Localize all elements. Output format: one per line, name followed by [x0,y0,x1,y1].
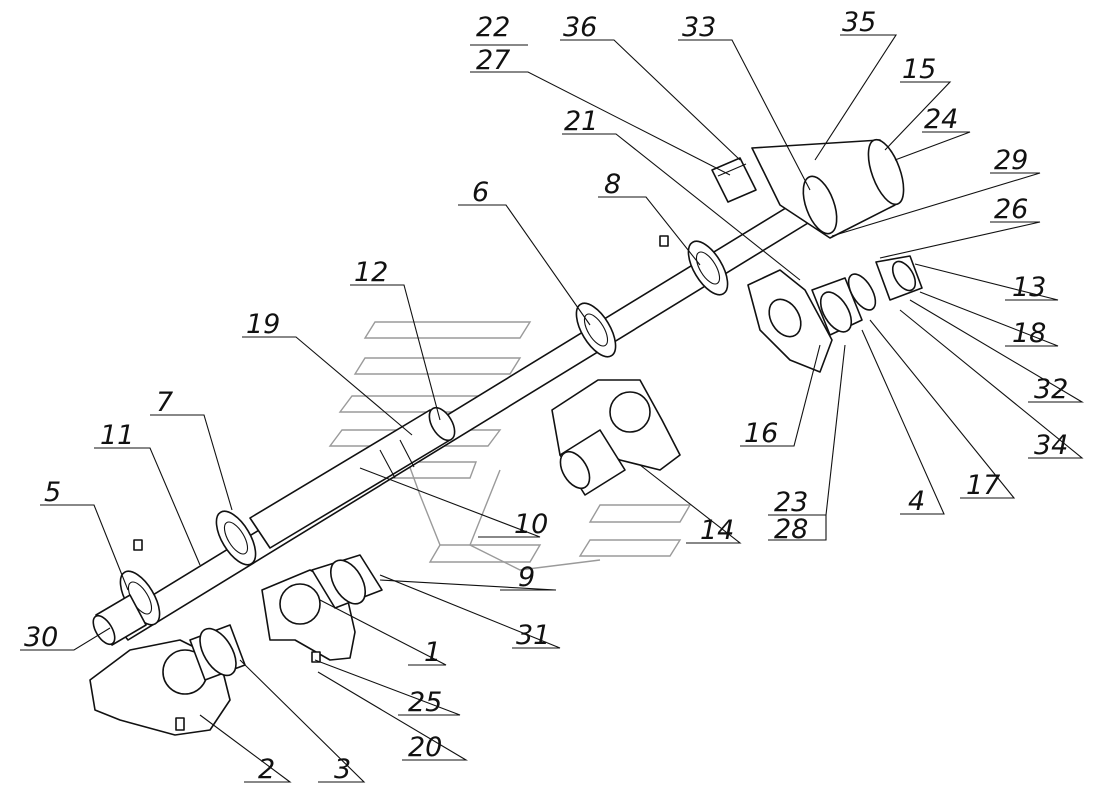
label-17: 17 [966,470,1000,501]
label-4: 4 [908,486,925,517]
label-2: 2 [258,754,275,785]
label-22: 22 [476,12,510,43]
label-3: 3 [334,754,351,785]
label-27: 27 [476,45,510,76]
label-8: 8 [604,169,621,200]
sprocket-8 [687,240,729,296]
label-1: 1 [424,637,441,668]
label-31: 31 [516,620,550,651]
label-26: 26 [994,194,1028,225]
label-19: 19 [246,309,280,340]
bearing-flange-group [811,255,923,336]
label-13: 13 [1012,272,1046,303]
spline-end-30 [92,594,147,646]
leader-lines [20,34,1085,783]
label-6: 6 [472,177,489,208]
label-5: 5 [44,477,61,508]
label-9: 9 [518,562,535,593]
label-32: 32 [1034,374,1068,405]
upper-housing-22 [711,157,757,203]
label-28: 28 [774,514,808,545]
label-20: 20 [408,732,442,763]
label-23: 23 [774,487,808,518]
label-36: 36 [563,12,597,43]
cylinder-guard-35 [751,138,905,239]
bracket-1 [261,554,383,661]
label-12: 12 [354,257,388,288]
bracket-middle [551,379,681,496]
label-34: 34 [1034,430,1068,461]
label-10: 10 [514,509,548,540]
label-30: 30 [24,622,58,653]
label-7: 7 [156,387,173,418]
label-16: 16 [744,418,778,449]
fasteners [133,235,669,731]
bracket-16 [747,269,833,373]
callout-labels: 22 27 36 33 35 15 24 21 29 26 8 6 13 18 … [24,7,1068,785]
bracket-2 [89,624,246,736]
label-11: 11 [100,420,134,451]
label-14: 14 [700,515,734,546]
sprocket-7 [215,510,257,566]
sprocket-6 [575,302,617,358]
label-35: 35 [842,7,876,38]
label-15: 15 [902,54,936,85]
label-24: 24 [924,104,958,135]
label-29: 29 [994,145,1028,176]
label-21: 21 [564,106,598,137]
label-33: 33 [682,12,716,43]
label-25: 25 [408,687,442,718]
label-18: 18 [1012,318,1046,349]
main-shaft [111,191,827,641]
